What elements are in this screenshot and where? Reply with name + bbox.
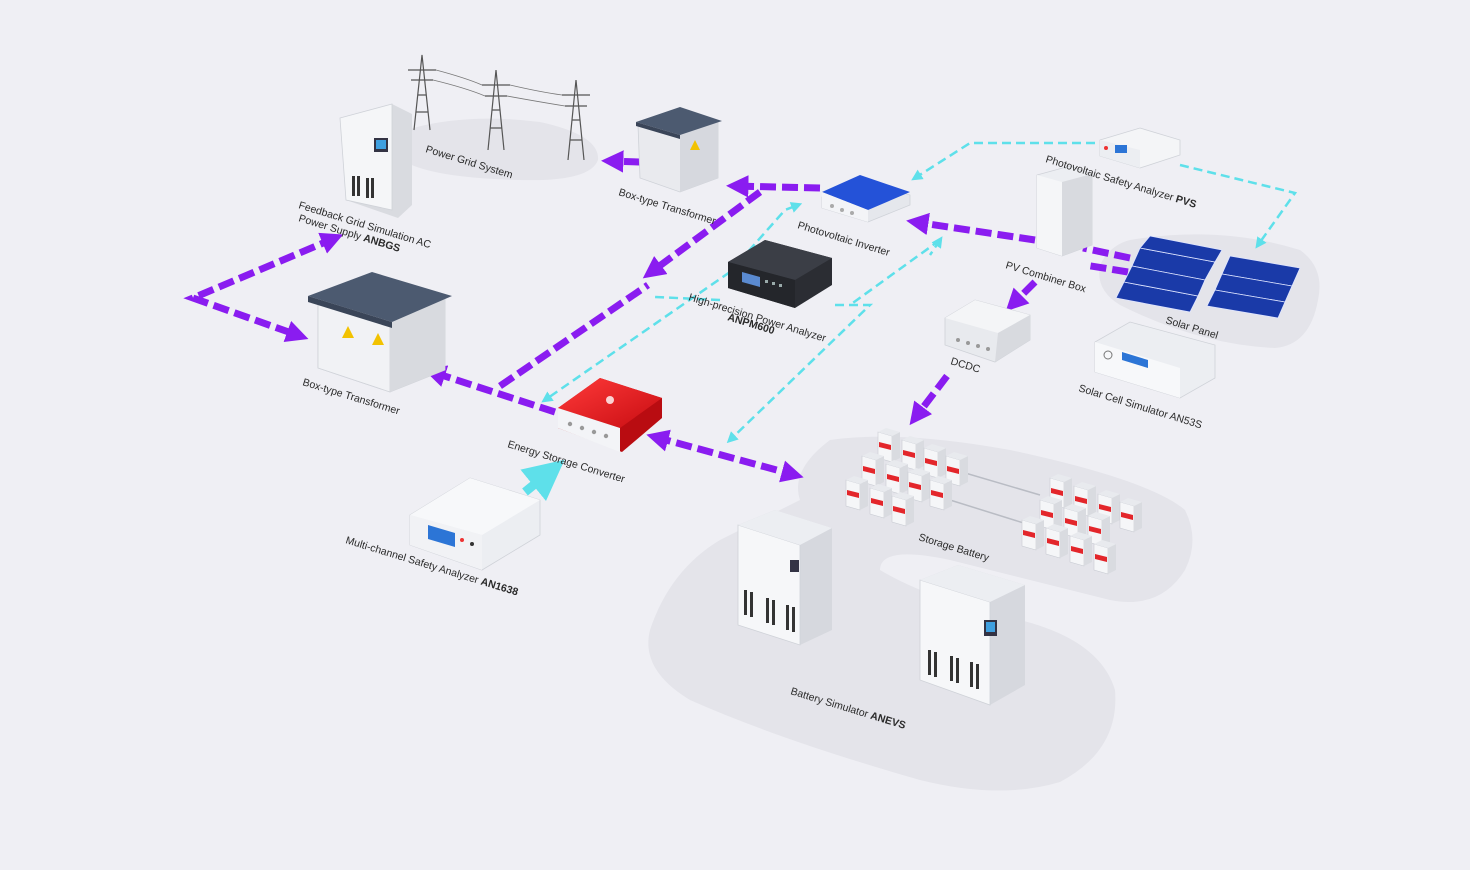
power-tower-icon <box>408 54 590 161</box>
signal-flow-lines <box>541 141 1298 444</box>
battery-module <box>901 436 924 471</box>
battery-simulator-cabinet-2 <box>919 565 1025 706</box>
label-pv-safety-model: PVS <box>1174 193 1198 211</box>
signal-analyzer-to-storage <box>726 303 874 444</box>
signal-analyzer-to-inverter <box>729 202 803 273</box>
multichannel-safety-analyzer <box>409 477 541 571</box>
power-flow-lines <box>183 150 1131 483</box>
solar-cell-simulator <box>1094 321 1216 399</box>
battery-module <box>1119 498 1142 533</box>
pv-combiner-box <box>1036 165 1093 257</box>
battery-module <box>891 492 914 527</box>
battery-module <box>945 452 968 487</box>
battery-rail <box>949 469 1041 526</box>
flow-panel-to-combiner-1 <box>1082 244 1131 262</box>
flow-inverter-to-top-transformer <box>726 175 821 198</box>
flow-converter-to-storage <box>646 429 804 483</box>
signal-multichannel-to-converter <box>520 459 565 502</box>
flow-top-transformer-to-converter <box>642 189 763 279</box>
signal-pvs-to-inverter <box>911 141 1095 181</box>
signal-analyzer-to-converter <box>541 270 731 403</box>
battery-module <box>1087 512 1110 547</box>
box-transformer-top <box>636 107 722 193</box>
power-analyzer <box>728 240 832 308</box>
flow-converter-to-left-transformer <box>423 365 557 416</box>
battery-module <box>923 444 946 479</box>
solar-panel-array <box>1115 235 1301 319</box>
pv-inverter <box>821 175 911 223</box>
battery-simulator-cabinet-1 <box>737 510 832 646</box>
signal-inverter-up <box>928 236 943 256</box>
signal-analyzer-to-combiner <box>849 238 941 307</box>
battery-module <box>1021 516 1044 551</box>
battery-module <box>885 460 908 495</box>
platform-power-grid <box>394 118 599 181</box>
label-box-transformer-top: Box-type Transformer <box>617 186 718 227</box>
flow-converter-up <box>498 282 650 389</box>
battery-module <box>869 484 892 519</box>
signal-pvs-to-panel <box>1179 163 1298 249</box>
pv-safety-analyzer <box>1099 127 1181 169</box>
battery-module <box>929 476 952 511</box>
battery-module <box>1069 532 1092 567</box>
label-dcdc: DCDC <box>949 355 982 375</box>
feedback-grid-cabinet <box>339 103 412 218</box>
battery-module <box>845 476 868 511</box>
storage-battery-cluster <box>845 428 1142 575</box>
battery-module <box>1045 524 1068 559</box>
box-transformer-left <box>308 272 452 393</box>
flow-panel-to-combiner-2 <box>1084 261 1129 276</box>
signal-converter-left <box>654 295 721 302</box>
label-pv-combiner: PV Combiner Box <box>1004 259 1088 295</box>
flow-top-transformer-to-grid <box>601 150 641 173</box>
label-multi-safety-model: AN1638 <box>479 576 520 599</box>
battery-module <box>1039 496 1062 531</box>
battery-module <box>1093 540 1116 575</box>
flow-combiner-to-dcdc <box>1005 279 1038 312</box>
battery-module <box>877 428 900 463</box>
dcdc-unit <box>944 299 1031 363</box>
energy-storage-converter <box>558 378 662 452</box>
battery-module <box>907 468 930 503</box>
flow-dcdc-to-storage <box>909 373 950 426</box>
flow-feedback-loop <box>183 232 344 343</box>
flow-combiner-to-inverter <box>906 212 1036 244</box>
